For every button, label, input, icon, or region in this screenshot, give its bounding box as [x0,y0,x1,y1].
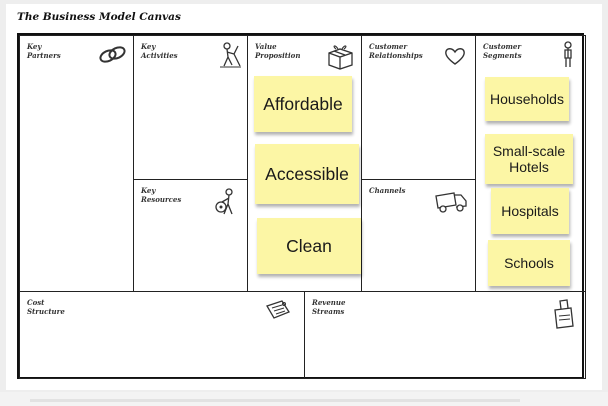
key-resources-label: Key Resources [141,186,182,204]
value-proposition-note: Clean [257,218,361,274]
business-model-canvas: Key Partners Key Activities Key Resource… [17,33,586,379]
document-page: The Business Model Canvas Key Partners K… [6,4,602,390]
channels-block: Channels [361,179,476,292]
key-partners-label: Key Partners [27,42,61,60]
channels-label: Channels [369,186,406,195]
customer-segment-note: Small-scale Hotels [485,134,573,184]
page-title: The Business Model Canvas [17,11,181,23]
note-text: Schools [504,255,554,271]
cash-register-icon [554,299,574,329]
value-proposition-note: Affordable [254,76,352,132]
note-text: Households [490,91,564,107]
key-partners-block: Key Partners [19,35,134,292]
revenue-streams-block: Revenue Streams [304,291,586,379]
revenue-streams-label: Revenue Streams [312,298,346,316]
note-text: Affordable [263,93,343,114]
cost-structure-block: Cost Structure [19,291,305,379]
worker-digging-icon [220,42,241,68]
worker-with-wheel-icon [215,188,233,215]
person-standing-icon [564,41,572,67]
customer-relationships-block: Customer Relationships [361,35,476,180]
note-text: Small-scale Hotels [492,143,566,175]
customer-segment-note: Schools [488,240,570,286]
customer-segment-note: Households [485,77,569,121]
key-activities-label: Key Activities [141,42,178,60]
value-proposition-label: Value Proposition [255,42,301,60]
chain-link-icon [99,46,126,63]
gift-box-icon [328,45,353,70]
customer-relationships-label: Customer Relationships [369,42,423,60]
customer-segments-label: Customer Segments [483,42,522,60]
note-text: Accessible [265,163,349,184]
customer-segment-note: Hospitals [491,188,569,234]
bottom-strip [0,392,608,406]
price-tag-icon [266,300,290,319]
note-text: Clean [286,235,332,256]
cost-structure-label: Cost Structure [27,298,65,316]
value-proposition-note: Accessible [255,144,359,204]
delivery-truck-icon [435,192,467,213]
key-resources-block: Key Resources [133,179,248,292]
heart-icon [445,48,465,65]
scroll-track[interactable] [30,399,520,402]
note-text: Hospitals [501,203,559,219]
key-activities-block: Key Activities [133,35,248,180]
